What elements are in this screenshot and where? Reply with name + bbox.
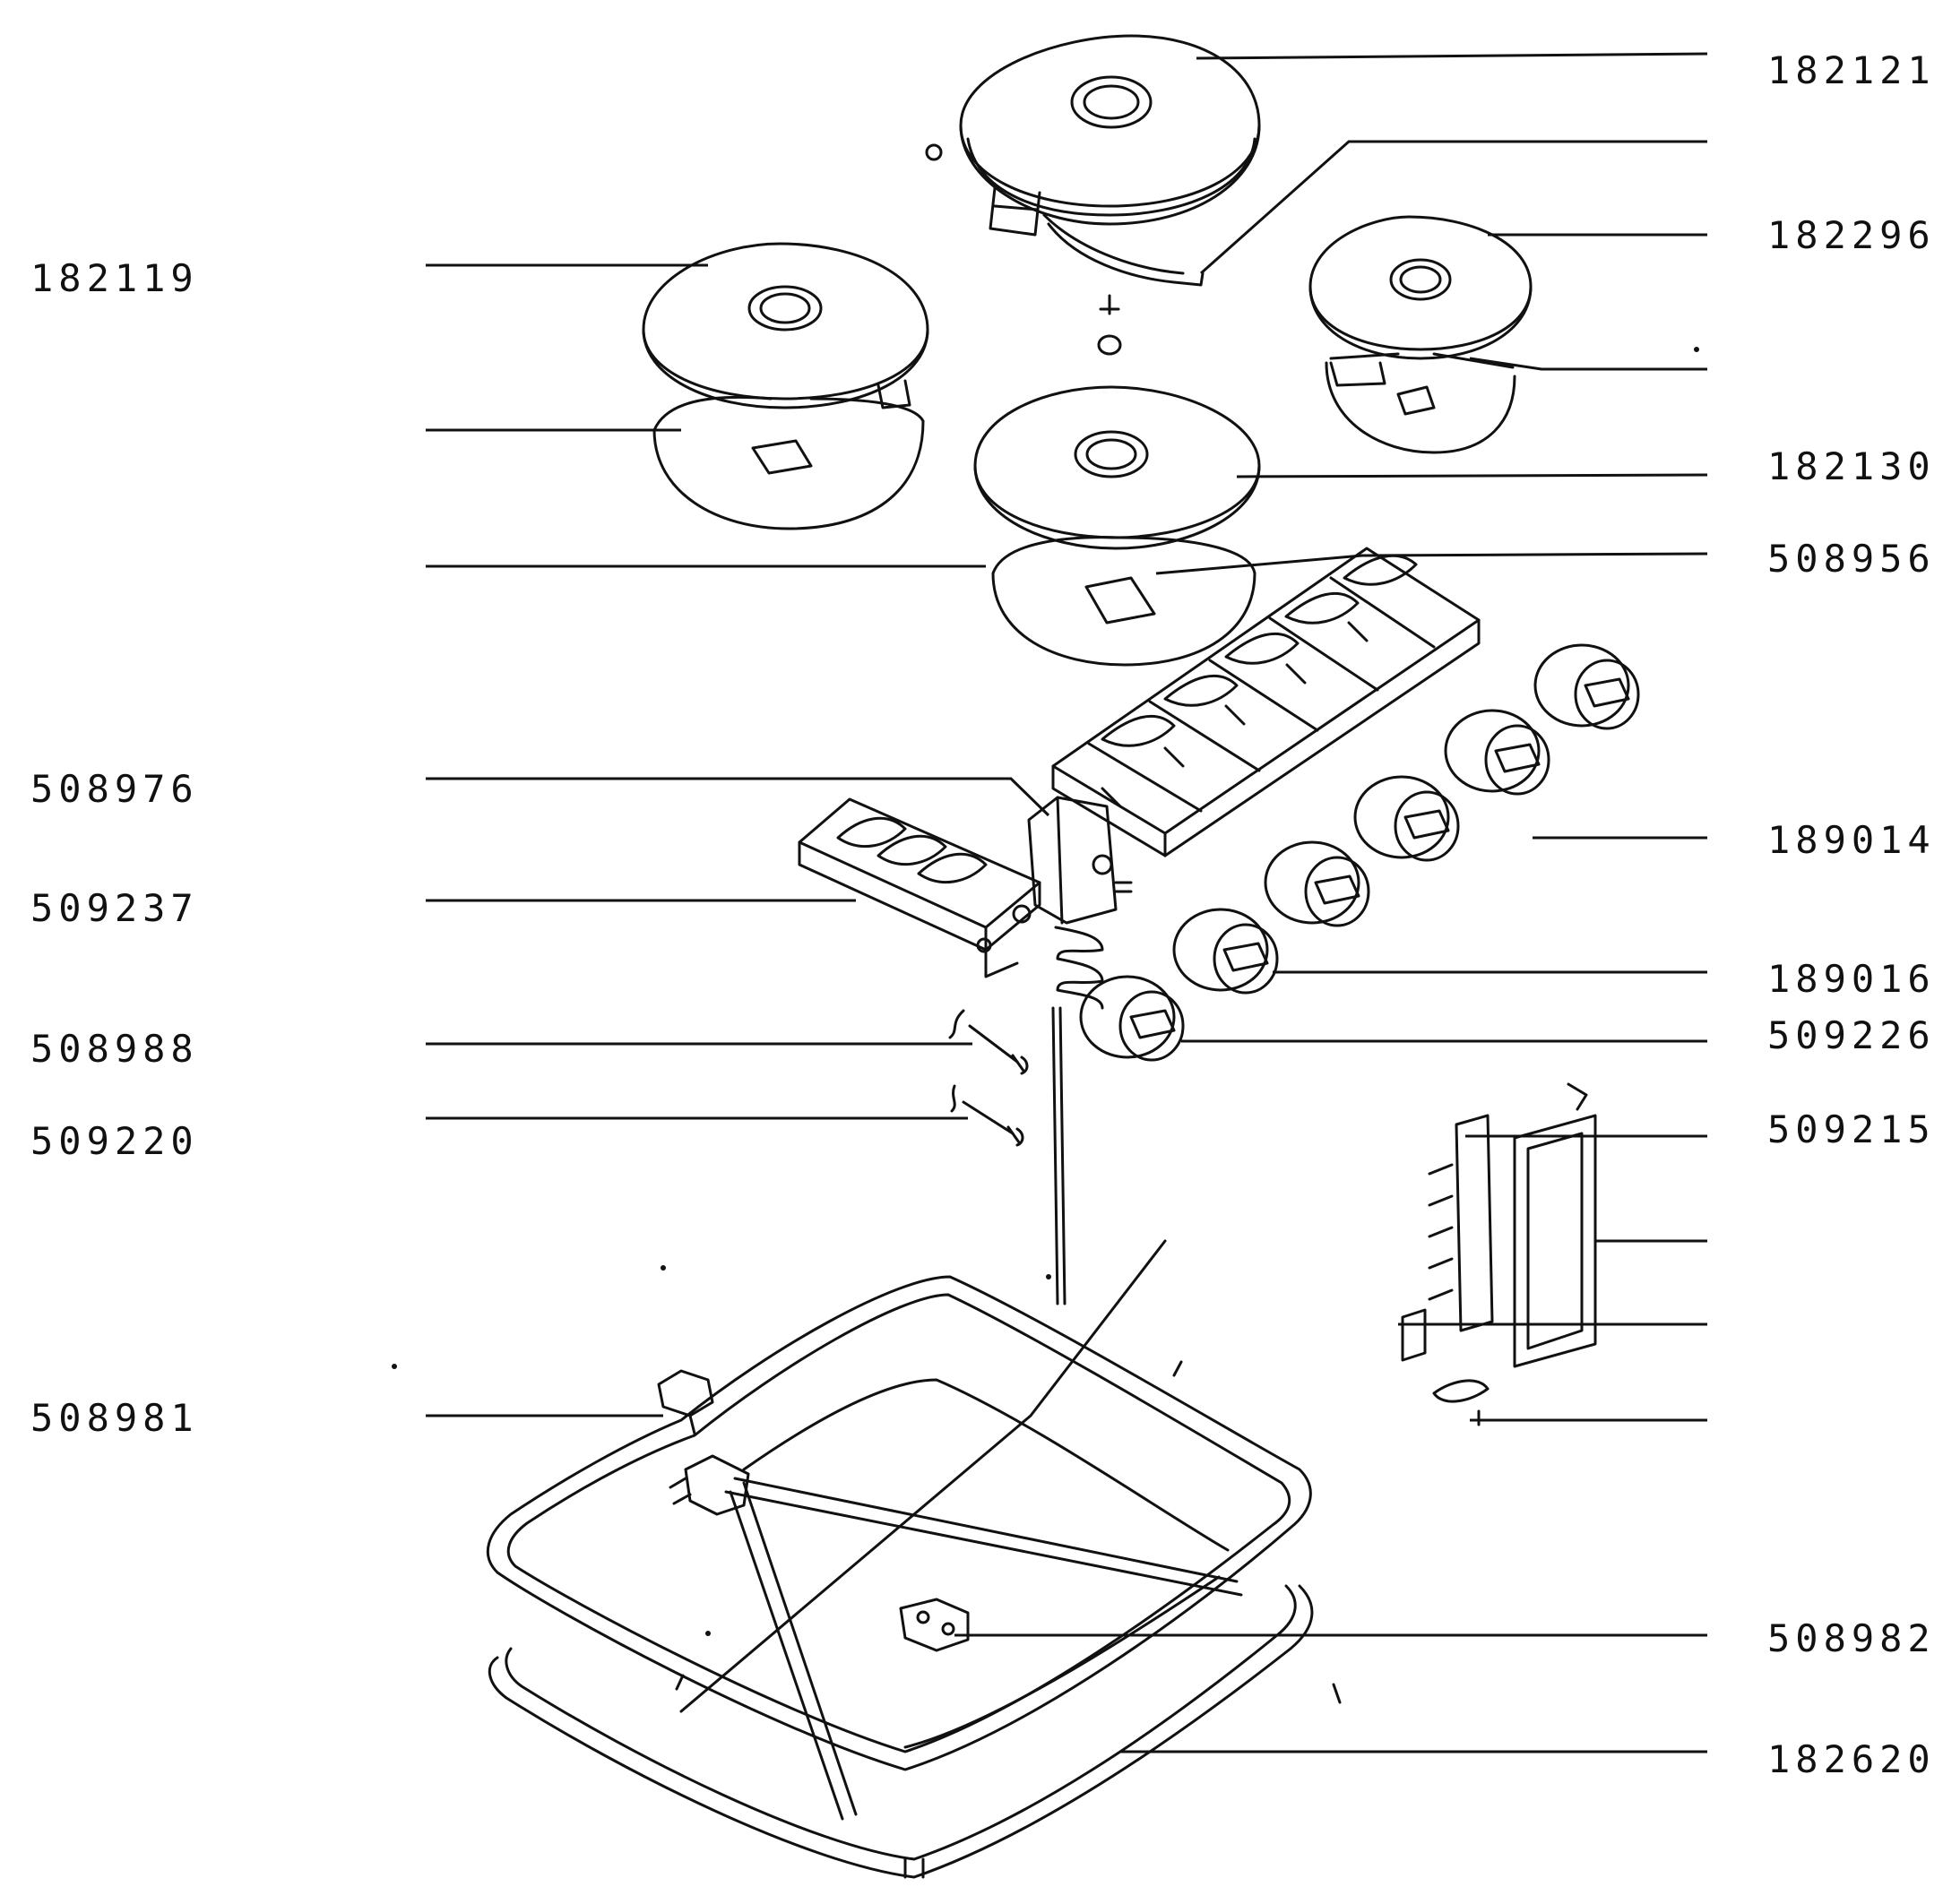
part-label-509215: 509215 [1767, 1107, 1936, 1151]
part-label-182119: 182119 [30, 256, 199, 300]
switch-bank-508956 [1051, 547, 1481, 857]
part-label-509226: 509226 [1767, 1013, 1936, 1057]
print-specks [392, 347, 1699, 1704]
part-label-182130: 182130 [1767, 444, 1936, 488]
control-knobs [1079, 643, 1640, 1062]
hotplate-182121 [925, 34, 1261, 356]
hotplate-182296 [1308, 215, 1533, 454]
hotplate-182130 [973, 385, 1261, 667]
part-label-508988: 508988 [30, 1027, 199, 1071]
part-label-182620: 182620 [1767, 1737, 1936, 1781]
part-label-189016: 189016 [1767, 957, 1936, 1001]
part-label-509220: 509220 [30, 1119, 199, 1163]
part-label-508976: 508976 [30, 767, 199, 811]
indicator-lamps [948, 1009, 1029, 1147]
thermostat-508976 [1027, 796, 1133, 1305]
leader-lines [426, 52, 1708, 1753]
terminal-block-509215 [1401, 1082, 1597, 1426]
hotplate-182119 [642, 242, 929, 530]
part-label-508981: 508981 [30, 1396, 199, 1440]
part-label-509237: 509237 [30, 886, 199, 930]
part-label-508982: 508982 [1767, 1616, 1936, 1660]
switch-509237 [798, 797, 1041, 978]
part-label-182296: 182296 [1767, 213, 1936, 257]
part-label-508956: 508956 [1767, 537, 1936, 581]
oven-heating-elements [486, 1239, 1314, 1879]
part-label-189014: 189014 [1767, 818, 1936, 862]
part-label-182121: 182121 [1767, 48, 1936, 92]
